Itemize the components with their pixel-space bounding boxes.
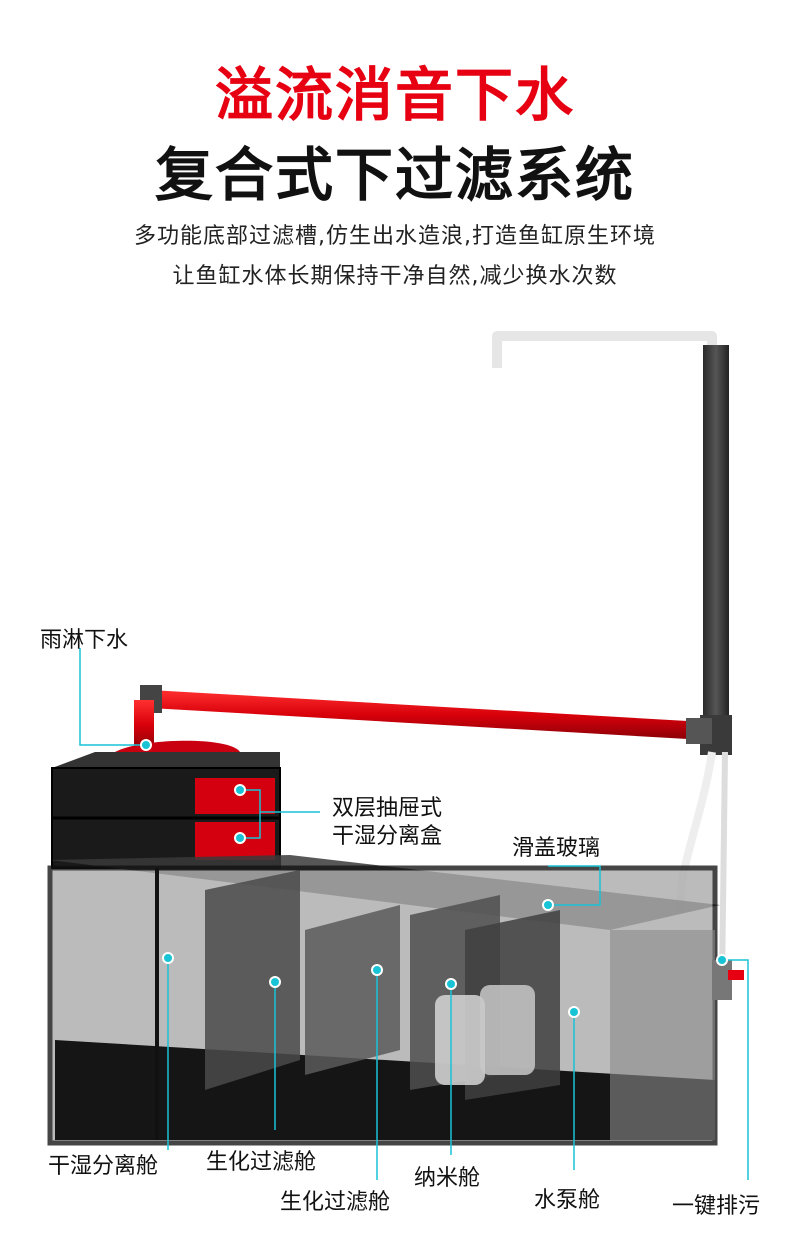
label-drain-valve: 一键排污 (672, 1194, 761, 1219)
subtitle-line-1: 多功能底部过滤槽,仿生出水造浪,打造鱼缸原生环境 (134, 224, 656, 249)
label-sliding-glass: 滑盖玻璃 (512, 836, 601, 861)
nano-canister (435, 995, 485, 1085)
subtitle-line-2: 让鱼缸水体长期保持干净自然,减少换水次数 (172, 264, 618, 289)
label-drawer-line1: 双层抽屉式 (332, 796, 443, 821)
label-bio-filter-2: 生化过滤舱 (280, 1190, 391, 1215)
label-nano-chamber: 纳米舱 (414, 1166, 481, 1191)
vertical-pipe (703, 345, 729, 725)
label-pump-chamber: 水泵舱 (534, 1188, 601, 1213)
label-drawer-line2: 干湿分离盒 (332, 824, 443, 849)
title-line-1: 溢流消音下水 (214, 61, 575, 129)
overflow-pipe-white (492, 331, 717, 368)
drain-valve (712, 960, 732, 1000)
label-dry-wet-chamber: 干湿分离舱 (48, 1154, 159, 1179)
title-line-2: 复合式下过滤系统 (154, 141, 635, 209)
label-rain-drain: 雨淋下水 (40, 628, 129, 653)
red-drain-pipe (150, 690, 705, 740)
label-bio-filter-1: 生化过滤舱 (206, 1150, 317, 1175)
